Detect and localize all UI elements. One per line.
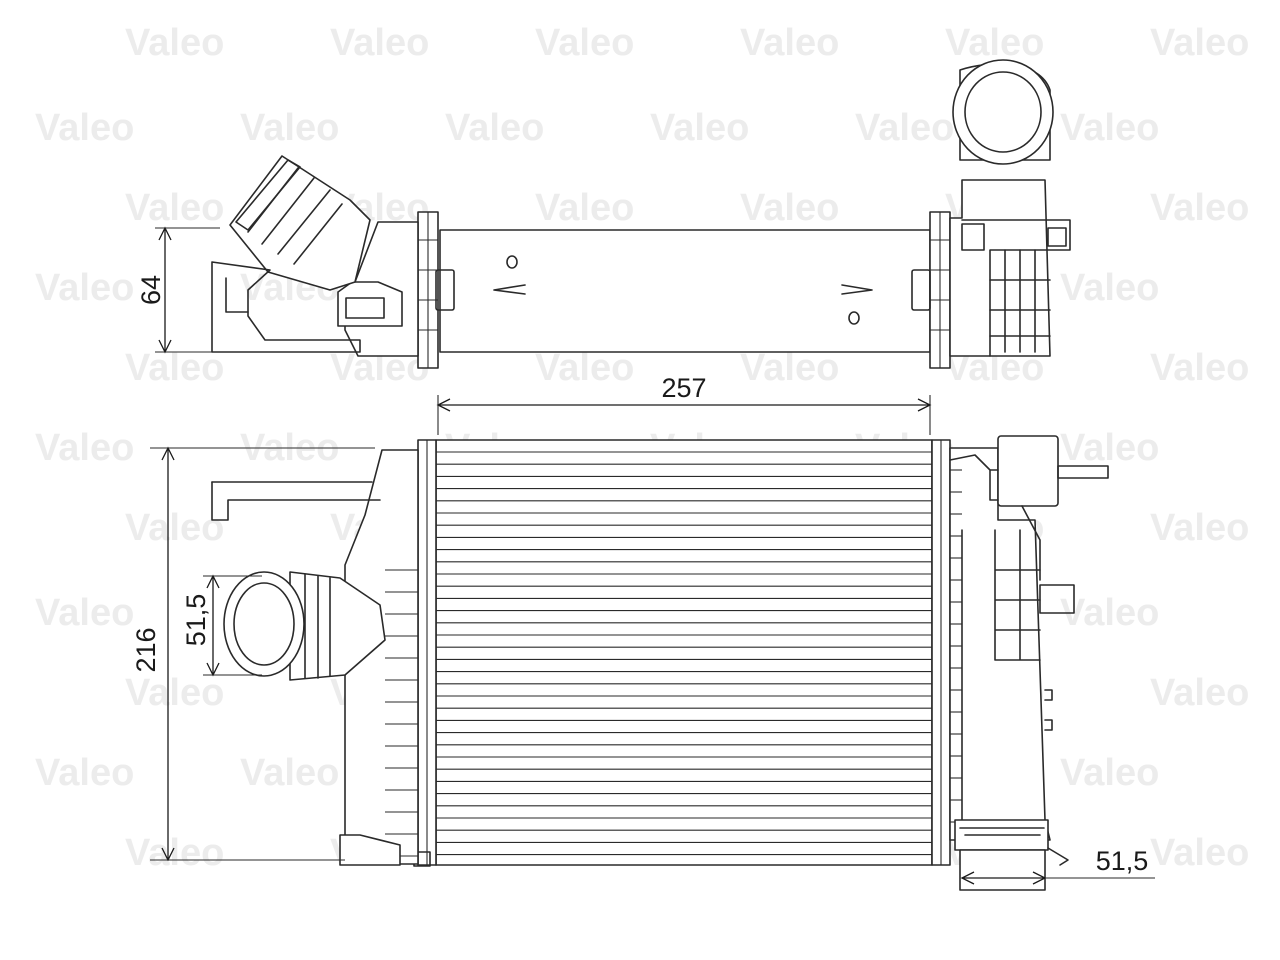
watermark-text: Valeo [125,672,224,714]
front-sensor-housing [997,435,1059,507]
watermark-text: Valeo [1150,507,1249,549]
top-left-slot [435,269,455,311]
watermark-text: Valeo [1060,752,1159,794]
watermark-text: Valeo [330,22,429,64]
watermark-text: Valeo [535,22,634,64]
dim-height-core-label: 216 [131,627,161,672]
watermark-text: Valeo [1150,672,1249,714]
watermark-text: Valeo [1150,347,1249,389]
watermark-text: Valeo [125,187,224,229]
watermark-text: Valeo [35,107,134,149]
watermark-text: Valeo [855,107,954,149]
dim-inlet-diameter-label: 51,5 [181,594,211,647]
watermark-text: Valeo [35,427,134,469]
front-right-connector [1039,584,1075,614]
top-left-mount [211,261,361,353]
front-outlet-pipe [959,849,1046,891]
watermark-text: Valeo [650,107,749,149]
front-inlet-cone [289,571,386,681]
dim-outlet-diameter-label: 51,5 [1096,846,1149,876]
watermark-text: Valeo [1060,107,1159,149]
front-inlet-ring-outer [223,571,305,677]
top-right-slot [911,269,931,311]
watermark-text: Valeo [35,752,134,794]
front-left-tank [344,449,419,865]
front-view: 216 51,5 51,5 [131,435,1155,891]
watermark-text: Valeo [35,592,134,634]
watermark-text: Valeo [1060,592,1159,634]
top-view: 64 257 [136,59,1071,435]
core-fins [436,451,932,856]
watermark-text: Valeo [535,347,634,389]
top-outlet-ring-outer [952,59,1054,165]
front-left-bracket [211,481,381,521]
watermark-text: Valeo [35,267,134,309]
watermark-text: Valeo [740,22,839,64]
front-sensor-pin [1057,465,1109,479]
front-inlet-ring-inner [233,582,295,666]
front-left-tank-ribs [385,569,418,857]
watermark-text: Valeo [445,107,544,149]
watermark-text: Valeo [535,187,634,229]
watermark-text: Valeo [125,22,224,64]
watermark-text: Valeo [1060,267,1159,309]
dim-height-top-label: 64 [136,275,166,305]
watermark-text: Valeo [125,832,224,874]
watermark-text: Valeo [240,107,339,149]
top-body [439,229,931,353]
watermark-text: Valeo [240,752,339,794]
watermark-text: Valeo [125,507,224,549]
watermark-text: Valeo [1150,22,1249,64]
watermark-text: Valeo [1150,832,1249,874]
core [435,439,933,866]
watermark-text: Valeo [740,347,839,389]
watermark-text: Valeo [740,187,839,229]
watermark-text: Valeo [125,347,224,389]
top-outlet-ring-inner [964,71,1042,153]
top-left-bracket [337,281,403,327]
watermark-text: Valeo [1060,427,1159,469]
watermark-text: Valeo [1150,187,1249,229]
watermark-text: Valeo [945,22,1044,64]
dim-width-label: 257 [661,373,706,403]
